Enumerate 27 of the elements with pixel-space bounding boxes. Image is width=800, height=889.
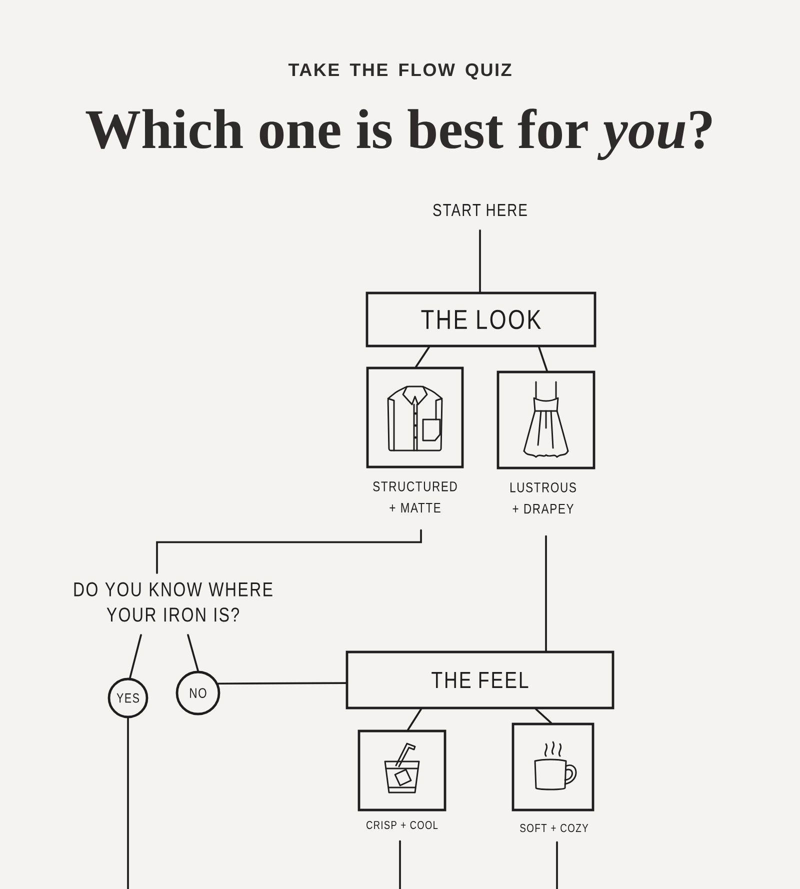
connector-line <box>127 717 129 889</box>
option-label: CRISP + COOL <box>366 820 438 830</box>
picture-frame <box>496 370 596 470</box>
start-label: START HERE <box>433 204 527 216</box>
connector-line <box>415 346 430 368</box>
picture-frame <box>358 730 446 812</box>
question-text: DO YOU KNOW WHERE YOUR IRON IS? <box>74 582 272 622</box>
connector-line <box>407 708 422 731</box>
connector-line <box>217 682 347 685</box>
eyebrow-text: TAKE THE FLOW QUIZ <box>288 63 512 80</box>
connector-line <box>538 346 548 372</box>
connector-line <box>535 708 552 724</box>
connector-line <box>187 634 199 672</box>
connector-line <box>399 840 401 889</box>
connector-line <box>545 535 547 652</box>
connector-line <box>129 634 142 679</box>
picture-frame <box>366 366 464 468</box>
connector-line <box>479 229 481 293</box>
connector-line <box>156 529 422 574</box>
option-label: STRUCTURED + MATTE <box>373 481 457 513</box>
connector-line <box>556 841 558 889</box>
title: Which one is best for you? <box>86 108 712 160</box>
option-label: SOFT + COZY <box>520 824 588 832</box>
step-box: THE FEEL <box>346 650 614 710</box>
option-label: LUSTROUS + DRAPEY <box>510 482 576 514</box>
picture-frame <box>512 722 594 812</box>
step-box: THE LOOK <box>366 292 596 348</box>
